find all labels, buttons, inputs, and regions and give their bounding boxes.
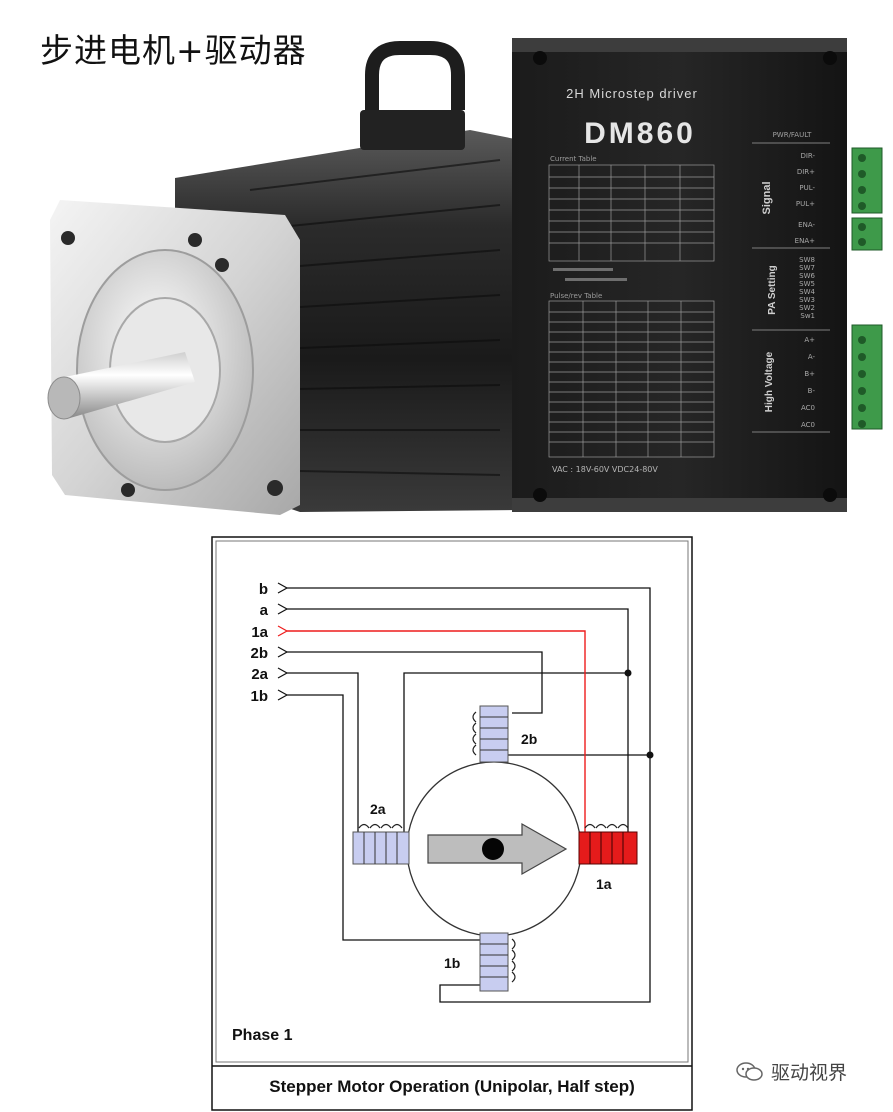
coil-1a-active: [578, 823, 638, 865]
dip-label: SW2: [799, 304, 815, 312]
dip-label: Sw1: [800, 312, 815, 320]
coil-2a: [352, 823, 410, 865]
pin-label: ENA+: [795, 237, 815, 245]
pin-label: A+: [804, 336, 815, 344]
current-table-title: Current Table: [550, 155, 597, 163]
coil-1b: [479, 932, 516, 992]
coil-label-2a: 2a: [370, 801, 386, 817]
dip-label: SW7: [799, 264, 815, 272]
driver-model: DM860: [584, 117, 696, 150]
product-photo: 2H Microstep driver DM860 Current Table …: [47, 38, 883, 515]
current-table: [548, 164, 715, 262]
supply-spec: VAC : 18V-60V VDC24-80V: [552, 465, 658, 474]
signal-group-label: Signal: [761, 181, 773, 214]
coil-label-2b: 2b: [521, 731, 537, 747]
pin-label: A-: [808, 353, 816, 361]
pin-label: B-: [808, 387, 816, 395]
pin-label: DIR-: [800, 152, 815, 160]
diagram-caption: Stepper Motor Operation (Unipolar, Half …: [269, 1077, 635, 1096]
stepper-motor: [47, 41, 520, 515]
headline: 步进电机+驱动器: [40, 31, 307, 70]
input-label-1b: 1b: [250, 688, 268, 705]
pulse-table: [548, 300, 715, 458]
dip-label: SW8: [799, 256, 815, 264]
active-wire-1a: [287, 630, 586, 836]
rotor-arrow: [427, 822, 568, 876]
dip-label: SW6: [799, 272, 815, 280]
pin-label: AC0: [801, 404, 815, 412]
wiring: [287, 587, 651, 1003]
hv-group-label: High Voltage: [764, 351, 775, 412]
driver-series-title: 2H Microstep driver: [566, 86, 698, 101]
pin-label: PUL+: [796, 200, 815, 208]
dip-label: SW4: [799, 288, 815, 296]
wechat-icon: [736, 1061, 763, 1081]
power-terminal-block: [851, 324, 883, 430]
input-label-1a: 1a: [251, 624, 268, 641]
input-label-2b: 2b: [250, 645, 268, 662]
junction-dot: [646, 751, 654, 759]
watermark: 驱动视界: [735, 1058, 847, 1085]
dip-label: SW5: [799, 280, 815, 288]
pin-label: B+: [804, 370, 815, 378]
watermark-text: 驱动视界: [771, 1062, 848, 1084]
pulse-table-title: Pulse/rev Table: [550, 292, 602, 300]
coil-2b: [472, 705, 509, 763]
phase-label: Phase 1: [232, 1027, 293, 1044]
input-label-b: b: [259, 581, 268, 598]
pin-label: AC0: [801, 421, 815, 429]
pwr-fault-label: PWR/FAULT: [773, 131, 813, 139]
stepper-driver: 2H Microstep driver DM860 Current Table …: [512, 38, 883, 512]
pa-group-label: PA Setting: [767, 265, 778, 314]
junction-dot: [624, 669, 632, 677]
signal-terminal-block: [851, 147, 883, 214]
coil-label-1a: 1a: [596, 876, 612, 892]
input-label-a: a: [260, 602, 269, 619]
coil-label-1b: 1b: [444, 955, 460, 971]
pin-label: PUL-: [799, 184, 815, 192]
input-label-2a: 2a: [251, 666, 268, 683]
enable-terminal-block: [851, 217, 883, 251]
pin-label: ENA-: [798, 221, 815, 229]
dip-label: SW3: [799, 296, 815, 304]
pin-label: DIR+: [797, 168, 815, 176]
